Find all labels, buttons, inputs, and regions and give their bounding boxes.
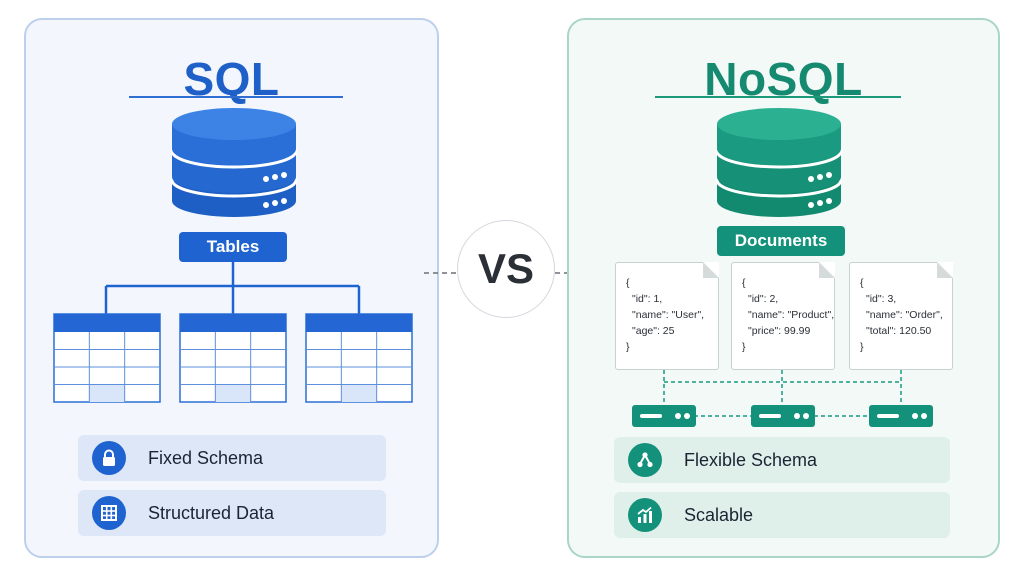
json-line: "age": 25: [632, 325, 675, 337]
json-document-2: { "id": 2, "name": "Product", "price": 9…: [731, 262, 835, 370]
feature-label: Flexible Schema: [684, 450, 818, 470]
json-line: "id": 3,: [866, 293, 897, 305]
growth-chart-icon: [628, 498, 662, 532]
network-icon: [628, 443, 662, 477]
json-brace: {: [860, 277, 864, 289]
nosql-title-underline: [655, 96, 901, 98]
feature-label: Fixed Schema: [148, 448, 264, 468]
json-document-3: { "id": 3, "name": "Order", "total": 120…: [849, 262, 953, 370]
json-line: "price": 99.99: [748, 325, 811, 337]
json-line: "name": "Product",: [748, 309, 835, 321]
json-brace: }: [626, 341, 630, 353]
nosql-feature-scalable: Scalable: [614, 492, 950, 538]
json-line: "name": "User",: [632, 309, 705, 321]
json-brace: {: [742, 277, 746, 289]
sql-feature-fixed-schema: Fixed Schema: [78, 435, 386, 481]
server-node-3: [869, 405, 933, 427]
sql-diagram: [53, 108, 413, 403]
sql-panel: SQL Tables: [24, 18, 439, 558]
sql-database-icon: [170, 108, 298, 217]
json-line: "name": "Order",: [866, 309, 943, 321]
nosql-cluster-links: [663, 370, 902, 417]
nosql-panel: NoSQL: [567, 18, 1000, 558]
json-document-1: { "id": 1, "name": "User", "age": 25 }: [615, 262, 719, 370]
lock-icon: [92, 441, 126, 475]
sql-feature-structured-data: Structured Data: [78, 490, 386, 536]
grid-icon: [92, 496, 126, 530]
page-fold-icon: [819, 262, 835, 278]
json-line: "id": 1,: [632, 293, 663, 305]
feature-label: Structured Data: [148, 503, 275, 523]
server-node-2: [751, 405, 815, 427]
json-line: "total": 120.50: [866, 325, 932, 337]
nosql-database-icon: [715, 108, 843, 217]
json-brace: {: [626, 277, 630, 289]
json-line: "id": 2,: [748, 293, 779, 305]
sql-table-icon: [179, 313, 287, 403]
nosql-documents-label: Documents: [717, 226, 845, 256]
sql-tables-label: Tables: [179, 232, 287, 262]
nosql-diagram: [632, 108, 933, 427]
nosql-feature-flexible-schema: Flexible Schema: [614, 437, 950, 483]
page-fold-icon: [703, 262, 719, 278]
sql-title-underline: [129, 96, 343, 98]
sql-table-icon: [53, 313, 161, 403]
json-brace: }: [742, 341, 746, 353]
sql-tree-connector: [104, 262, 361, 316]
server-node-1: [632, 405, 696, 427]
feature-label: Scalable: [684, 505, 754, 525]
page-fold-icon: [937, 262, 953, 278]
json-brace: }: [860, 341, 864, 353]
vs-badge: VS: [457, 220, 555, 318]
sql-table-icon: [305, 313, 413, 403]
